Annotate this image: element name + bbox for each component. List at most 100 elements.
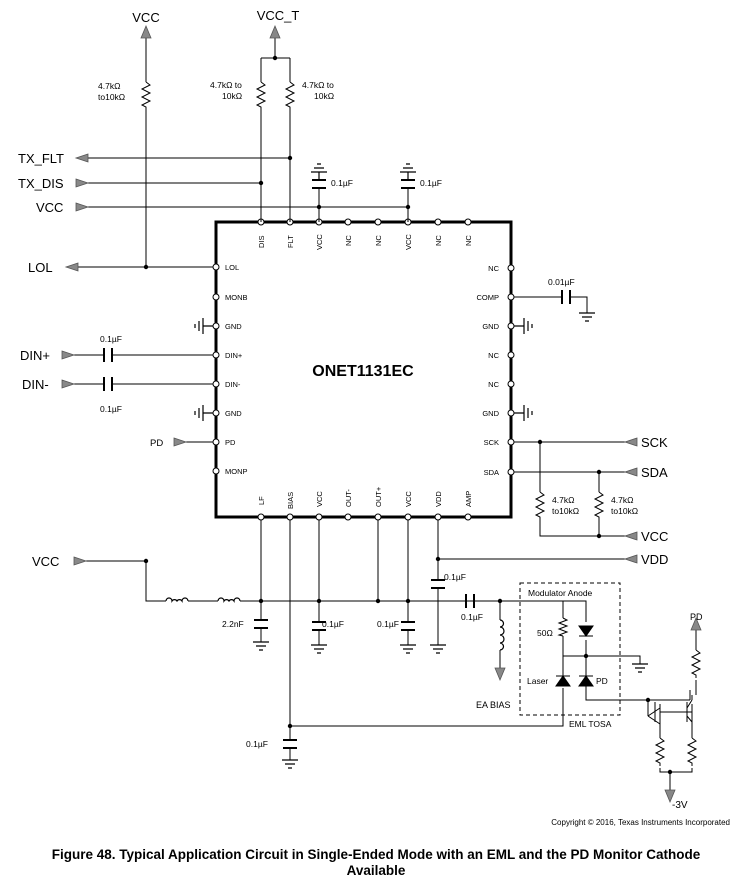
pin-label-monp: MONP [225, 467, 248, 476]
ground-icon [430, 644, 446, 654]
label-c-bias: 0.1µF [246, 739, 268, 749]
ground-icon [579, 312, 595, 322]
pin-sck [507, 438, 515, 446]
label-ea-bias: EA BIAS [476, 700, 511, 710]
resistor-emitter-left [654, 737, 666, 766]
label-eml-tosa: EML TOSA [569, 719, 612, 729]
pin-bias [286, 513, 294, 521]
inductors [165, 597, 505, 651]
pin-lf [257, 513, 265, 521]
pin-label-monb: MONB [225, 293, 248, 302]
resistor-sda-pullup [593, 491, 605, 520]
pin-label-din-n: DIN- [225, 380, 241, 389]
label-r-flt-2: 10kΩ [314, 91, 334, 101]
pin-out-n [344, 513, 352, 521]
transistor-right-legs [686, 699, 693, 723]
ground-icon [194, 405, 213, 421]
transistors [654, 695, 693, 723]
label-neg3v: -3V [672, 800, 688, 811]
pin-label-nc: NC [434, 235, 443, 246]
pin-label-out-p: OUT+ [374, 486, 383, 507]
label-tx-dis: TX_DIS [18, 176, 64, 191]
ground-icon [253, 641, 269, 651]
label-r-dis-2: 10kΩ [222, 91, 242, 101]
label-r-dis-1: 4.7kΩ to [210, 80, 242, 90]
label-tosa-pd: PD [596, 676, 608, 686]
vcc-left-port-icon [75, 202, 90, 212]
junctions [143, 55, 673, 775]
label-r-sda-2: to10kΩ [611, 506, 638, 516]
label-c-out: 0.1µF [461, 612, 483, 622]
pin-out-p [374, 513, 382, 521]
pin-label-nc: NC [488, 351, 499, 360]
pin-comp [507, 293, 515, 301]
pin-label-vcc: VCC [404, 491, 413, 507]
pin-label-nc: NC [464, 235, 473, 246]
label-din-n: DIN- [22, 377, 49, 392]
resistor-pd-load [690, 649, 702, 678]
pin-label-gnd: GND [482, 409, 499, 418]
label-r-vcc-2: to10kΩ [98, 92, 125, 102]
pin-label-bias: BIAS [286, 492, 295, 509]
capacitors [103, 179, 571, 749]
ports [61, 24, 702, 804]
label-tx-flt: TX_FLT [18, 151, 64, 166]
pin-gnd-r1 [507, 322, 515, 330]
label-r-sck-1: 4.7kΩ [552, 495, 574, 505]
vdd-port-icon [623, 554, 638, 564]
label-r-sda-1: 4.7kΩ [611, 495, 633, 505]
pin-lol [212, 263, 220, 271]
pin-gnd-l2 [212, 409, 220, 417]
ground-icon [400, 644, 416, 654]
pin-din-p [212, 351, 220, 359]
pin-label-comp: COMP [477, 293, 500, 302]
pin-nc-r3 [507, 380, 515, 388]
ground-icon [282, 759, 298, 769]
tx-dis-port-icon [75, 178, 90, 188]
pin-label-vdd: VDD [434, 491, 443, 507]
pin-label-vcc: VCC [315, 491, 324, 507]
inductor-1 [165, 597, 189, 603]
pin-nc-r2 [507, 351, 515, 359]
label-vcc-top: VCC [132, 10, 159, 25]
pin-vdd [434, 513, 442, 521]
pd-diode-icon [578, 675, 594, 687]
ea-bias-port-icon [494, 667, 506, 682]
label-r-sck-2: to10kΩ [552, 506, 579, 516]
label-vdd: VDD [641, 552, 668, 567]
tx-flt-port-icon [74, 153, 89, 163]
ground-icon [400, 163, 416, 180]
signal-labels: VCC VCC_T TX_FLT TX_DIS VCC LOL DIN+ DIN… [18, 8, 703, 811]
pin-gnd-r2 [507, 409, 515, 417]
label-r-flt-1: 4.7kΩ to [302, 80, 334, 90]
ground-icon [514, 405, 533, 421]
label-pd-right: PD [690, 612, 703, 622]
label-c-din-n: 0.1µF [100, 404, 122, 414]
pin-label-lol: LOL [225, 263, 239, 272]
sck-port-icon [623, 437, 638, 447]
resistor-emitter-right [686, 737, 698, 766]
pin-label-nc: NC [488, 380, 499, 389]
vcc-t-port-icon [269, 24, 281, 39]
label-vcc-t: VCC_T [257, 8, 300, 23]
label-c-vccb1: 0.1µF [322, 619, 344, 629]
resistor-flt-pullup [284, 81, 296, 110]
modulator-diode-icon [578, 625, 594, 637]
label-vcc-left: VCC [36, 200, 63, 215]
pin-label-out-n: OUT- [344, 489, 353, 507]
pin-label-nc: NC [374, 235, 383, 246]
pin-nc-top1 [344, 218, 352, 226]
ground-icon [311, 163, 327, 180]
ic-body [214, 220, 513, 519]
ground-icon [194, 318, 213, 334]
pin-label-amp: AMP [464, 491, 473, 507]
resistor-dis-pullup [255, 81, 267, 110]
inductor-ea-bias [499, 619, 505, 651]
left-pins: LOL MONB GND DIN+ DIN- GND PD MONP [212, 263, 248, 476]
label-din-p: DIN+ [20, 348, 50, 363]
pin-label-nc: NC [344, 235, 353, 246]
resistor-sck-pullup [534, 491, 546, 520]
din-p-port-icon [61, 350, 76, 360]
component-labels: 4.7kΩ to10kΩ 4.7kΩ to 10kΩ 4.7kΩ to 10kΩ… [98, 80, 638, 749]
ground-icon [311, 644, 327, 654]
